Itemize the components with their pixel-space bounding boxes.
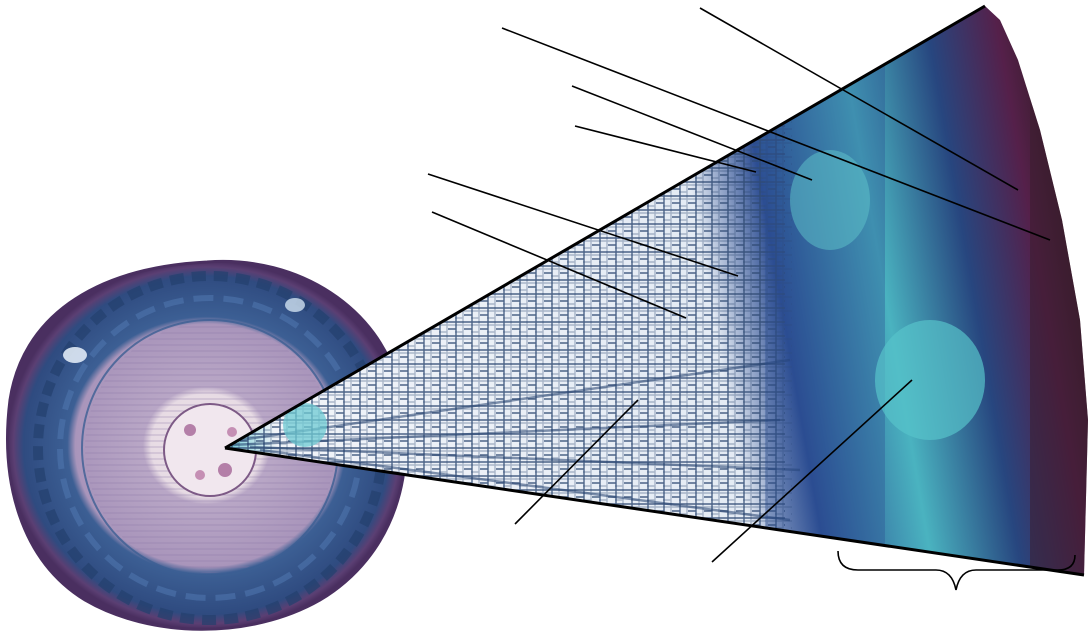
leader-line-4 [575, 126, 756, 172]
wedge-periderm [1030, 0, 1092, 638]
wedge-cambium-cells [875, 320, 985, 440]
